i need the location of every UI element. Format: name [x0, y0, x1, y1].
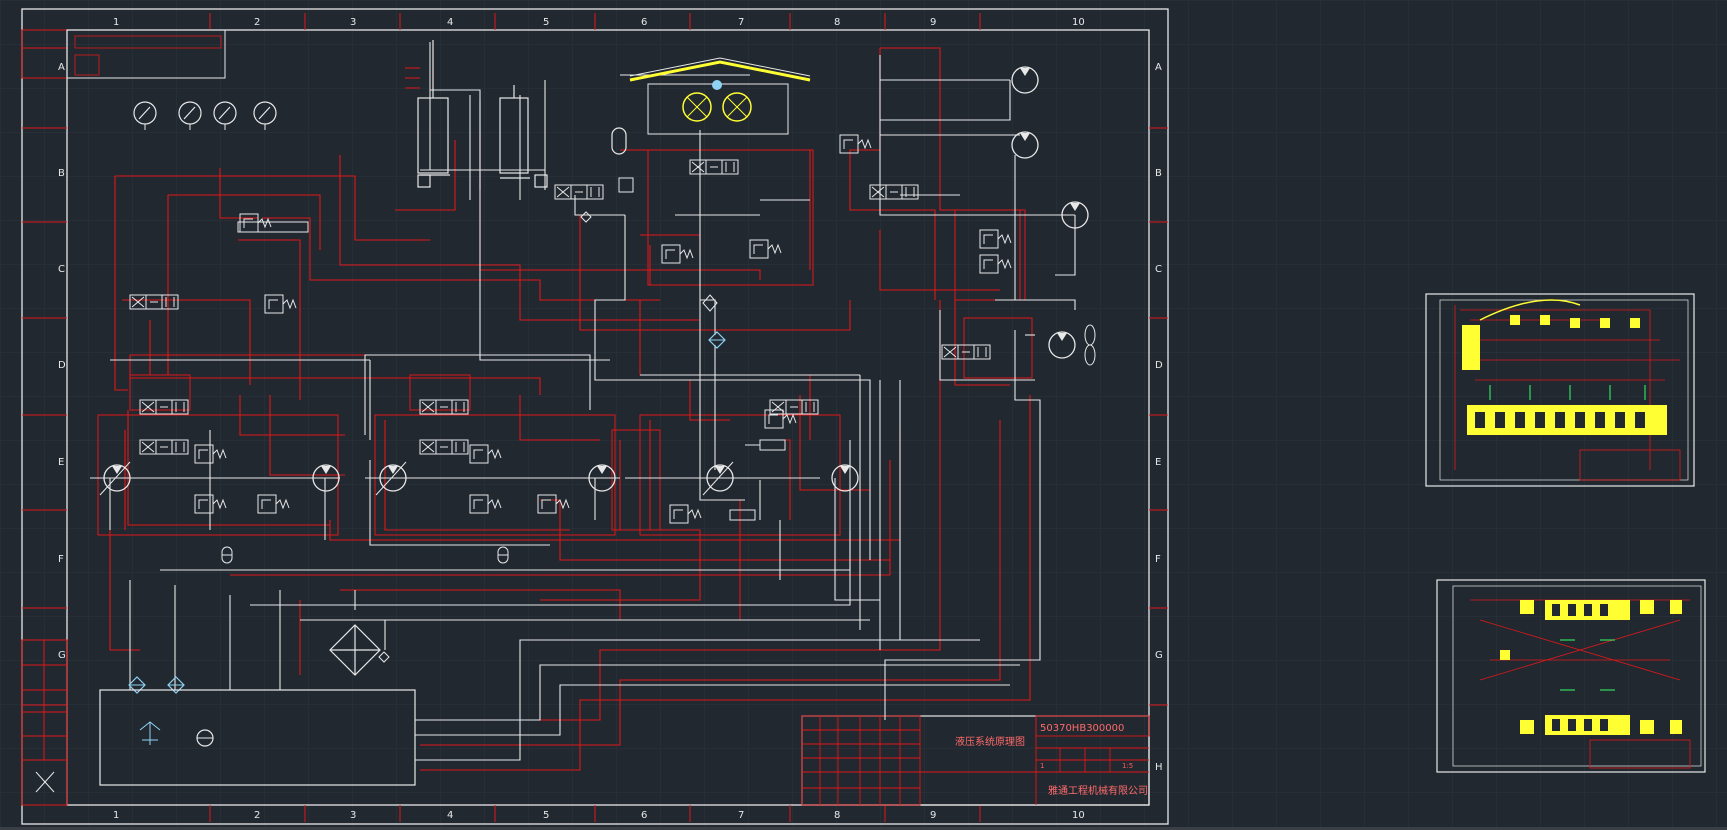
column-label-4-bottom: 4: [447, 810, 453, 821]
column-label-5-bottom: 5: [543, 810, 549, 821]
row-label-b-right: B: [1155, 168, 1162, 179]
oil-cooler-icon[interactable]: [329, 624, 381, 676]
column-label-9: 9: [930, 17, 936, 28]
column-label-8: 8: [834, 17, 840, 28]
row-label-a: A: [58, 62, 65, 73]
pressure-gauge-icon[interactable]: [133, 101, 277, 130]
hydraulic-tank[interactable]: [99, 689, 416, 786]
column-label-5: 5: [543, 17, 549, 28]
row-label-g: G: [58, 650, 66, 661]
drawing-number: 50370HB300000: [1040, 723, 1124, 734]
column-label-10: 10: [1072, 17, 1085, 28]
row-label-d-right: D: [1155, 360, 1163, 371]
white-circuit-lines: [90, 42, 1076, 761]
level-sensor-icon: [221, 546, 509, 564]
sheet-count-value: 1: [1040, 762, 1044, 770]
column-label-10-bottom: 10: [1072, 810, 1085, 821]
cooling-fan-icon[interactable]: [1084, 324, 1096, 366]
hydraulic-cylinder-icon[interactable]: [417, 40, 548, 188]
main-drawing-sheet[interactable]: 1 2 3 4 5 6 7 8 9 10 1 2 3 4 5 6 7 8 9 1…: [21, 8, 1169, 825]
column-label-3: 3: [350, 17, 356, 28]
column-label-8-bottom: 8: [834, 810, 840, 821]
drawing-title: 液压系统原理图: [955, 735, 1025, 748]
row-label-e-right: E: [1155, 457, 1161, 468]
column-label-1-bottom: 1: [113, 810, 119, 821]
column-label-4: 4: [447, 17, 453, 28]
row-label-g-right: G: [1155, 650, 1163, 661]
row-label-e: E: [58, 457, 64, 468]
scale-value: 1:5: [1122, 762, 1133, 770]
row-label-a-right: A: [1155, 62, 1162, 73]
boom-linkage: [629, 57, 811, 135]
column-label-9-bottom: 9: [930, 810, 936, 821]
column-label-2: 2: [254, 17, 260, 28]
column-label-2-bottom: 2: [254, 810, 260, 821]
row-label-c-right: C: [1155, 264, 1162, 275]
red-subassembly-boxes: [97, 149, 1033, 536]
column-label-3-bottom: 3: [350, 810, 356, 821]
check-valve-icon: [378, 211, 718, 663]
column-label-1: 1: [113, 17, 119, 28]
row-label-h-right: H: [1155, 762, 1163, 773]
company-name: 雅通工程机械有限公司: [1048, 784, 1148, 797]
row-label-d: D: [58, 360, 66, 371]
accumulator-icon[interactable]: [611, 127, 634, 193]
thumbnail-drawing-2[interactable]: [1436, 579, 1706, 773]
small-cylinder-icon: [237, 221, 786, 521]
column-label-6-bottom: 6: [641, 810, 647, 821]
row-label-f-right: F: [1155, 554, 1161, 565]
left-margin-table: [21, 29, 68, 806]
column-label-6: 6: [641, 17, 647, 28]
title-block: 50370HB300000 1:5 1 液压系统原理图 雅通工程机械有限公司: [801, 715, 1150, 806]
column-label-7-bottom: 7: [738, 810, 744, 821]
row-label-b: B: [58, 168, 65, 179]
left-margin-cross: [35, 771, 55, 793]
column-label-7: 7: [738, 17, 744, 28]
row-label-c: C: [58, 264, 65, 275]
top-left-code-block: [66, 29, 226, 79]
thumbnail-drawing-1[interactable]: [1425, 293, 1695, 487]
row-label-f: F: [58, 554, 64, 565]
status-bar-fragment: [0, 827, 1727, 830]
